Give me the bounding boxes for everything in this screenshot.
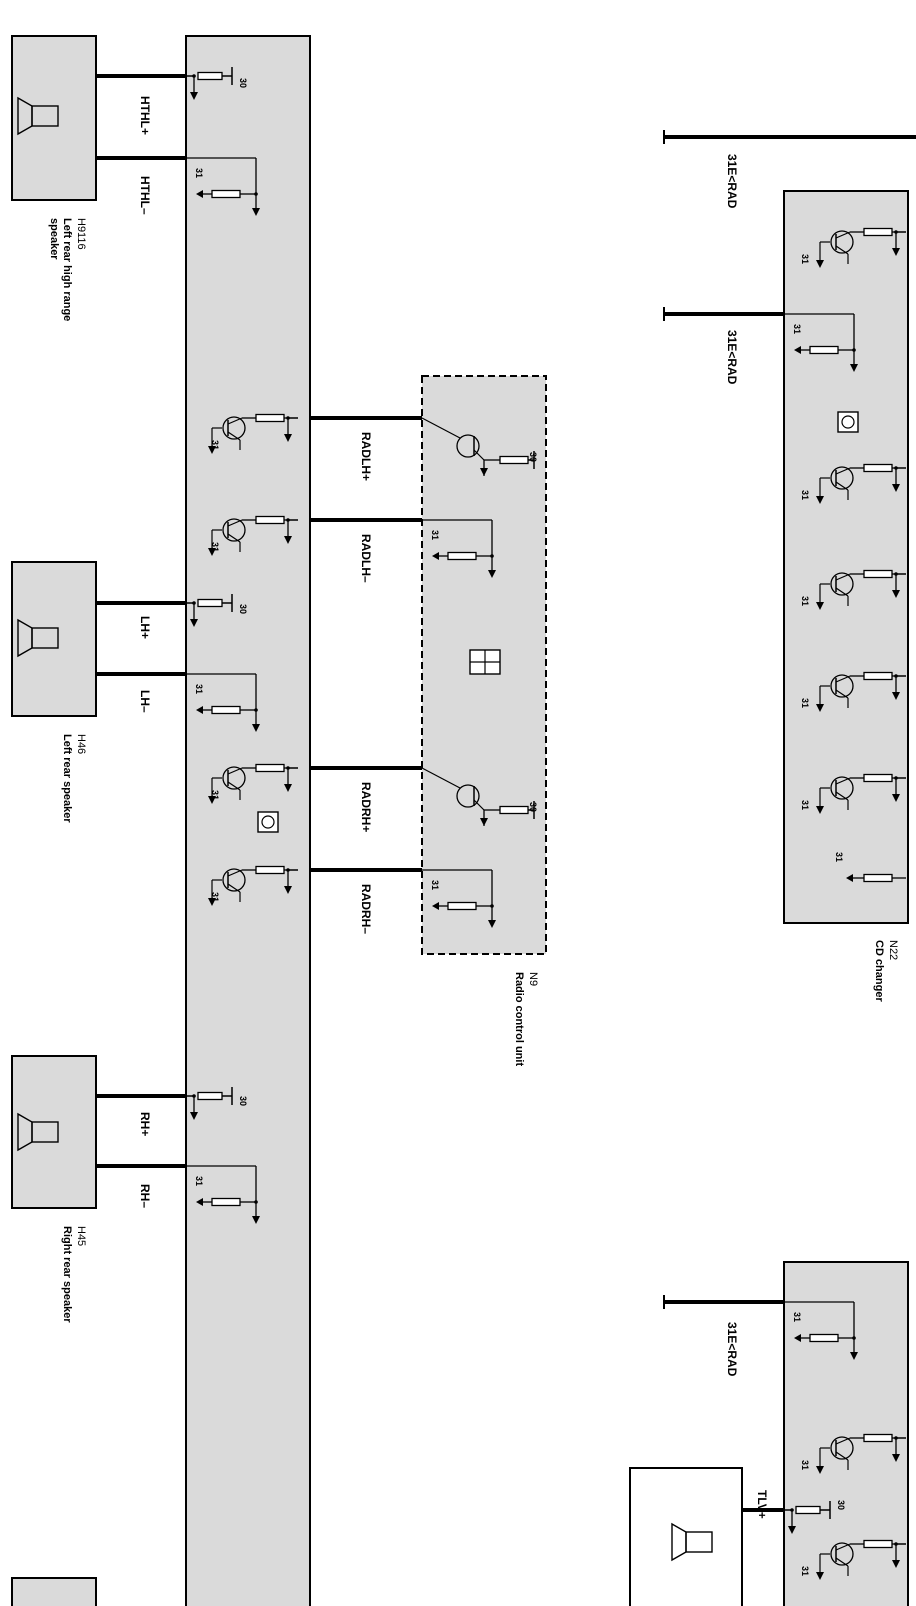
component-name-n22: CD changer [873, 940, 885, 1002]
wire-label-radrh-plus: RADRH+ [359, 782, 373, 832]
terminal-31: 31 [800, 800, 810, 810]
terminal-31: 31 [800, 254, 810, 264]
terminal-31: 31 [194, 1176, 204, 1186]
terminal-31: 31 [800, 698, 810, 708]
terminal-30: 30 [528, 452, 538, 462]
ground-label-2: 31E<RAD [725, 330, 739, 385]
component-id-n9: N9 [527, 972, 539, 986]
speaker-h45-box [11, 1055, 97, 1209]
terminal-31: 31 [430, 880, 440, 890]
speaker-h9116-box [11, 35, 97, 201]
wire-label-radrh-minus: RADRH– [359, 884, 373, 934]
component-name-h45: Right rear speaker [61, 1226, 73, 1323]
terminal-31: 31 [792, 1312, 802, 1322]
terminal-31: 31 [800, 490, 810, 500]
terminal-30: 30 [528, 802, 538, 812]
component-id-h9116: H9116 [75, 218, 87, 250]
terminal-30: 30 [238, 604, 248, 614]
terminal-31: 31 [800, 1460, 810, 1470]
terminal-31: 31 [800, 596, 810, 606]
wire-label-radlh-plus: RADLH+ [359, 432, 373, 481]
amplifier-module [185, 35, 311, 1606]
terminal-31: 31 [194, 684, 204, 694]
wire-label-tlv-plus: TLV+ [755, 1490, 769, 1519]
speaker-bottom-box [11, 1577, 97, 1606]
component-id-n22: N22 [887, 940, 899, 960]
cd-changer-box [783, 190, 909, 924]
wire-label-radlh-minus: RADLH– [359, 534, 373, 583]
terminal-31: 31 [430, 530, 440, 540]
terminal-30: 30 [238, 78, 248, 88]
terminal-31: 31 [792, 324, 802, 334]
terminal-31: 31 [210, 892, 220, 902]
terminal-30: 30 [836, 1500, 846, 1510]
ground-label-1: 31E<RAD [725, 154, 739, 209]
terminal-31: 31 [834, 852, 844, 862]
wire-label-rh-plus: RH+ [138, 1112, 152, 1136]
component-name-h46: Left rear speaker [61, 734, 73, 823]
wire-label-lh-minus: LH– [138, 690, 152, 713]
wire-label-hthl-plus: HTHL+ [138, 96, 152, 135]
component-name-h9116-line2: speaker [48, 218, 60, 260]
ground-label-3: 31E<RAD [725, 1322, 739, 1377]
wire-label-hthl-minus: HTHL– [138, 176, 152, 215]
component-id-h46: H46 [75, 734, 87, 754]
module-icon [257, 811, 279, 833]
component-id-h45: H45 [75, 1226, 87, 1246]
component-name-h9116-line1: Left rear high range [61, 218, 73, 321]
module-icon [837, 411, 859, 433]
terminal-31: 31 [800, 1566, 810, 1576]
speaker-h46-box [11, 561, 97, 717]
terminal-31: 31 [210, 440, 220, 450]
terminal-30: 30 [238, 1096, 248, 1106]
component-name-n9: Radio control unit [513, 972, 525, 1066]
terminal-31: 31 [194, 168, 204, 178]
terminal-31: 31 [210, 790, 220, 800]
wire-label-rh-minus: RH– [138, 1184, 152, 1208]
terminal-31: 31 [210, 542, 220, 552]
wire-label-lh-plus: LH+ [138, 616, 152, 639]
